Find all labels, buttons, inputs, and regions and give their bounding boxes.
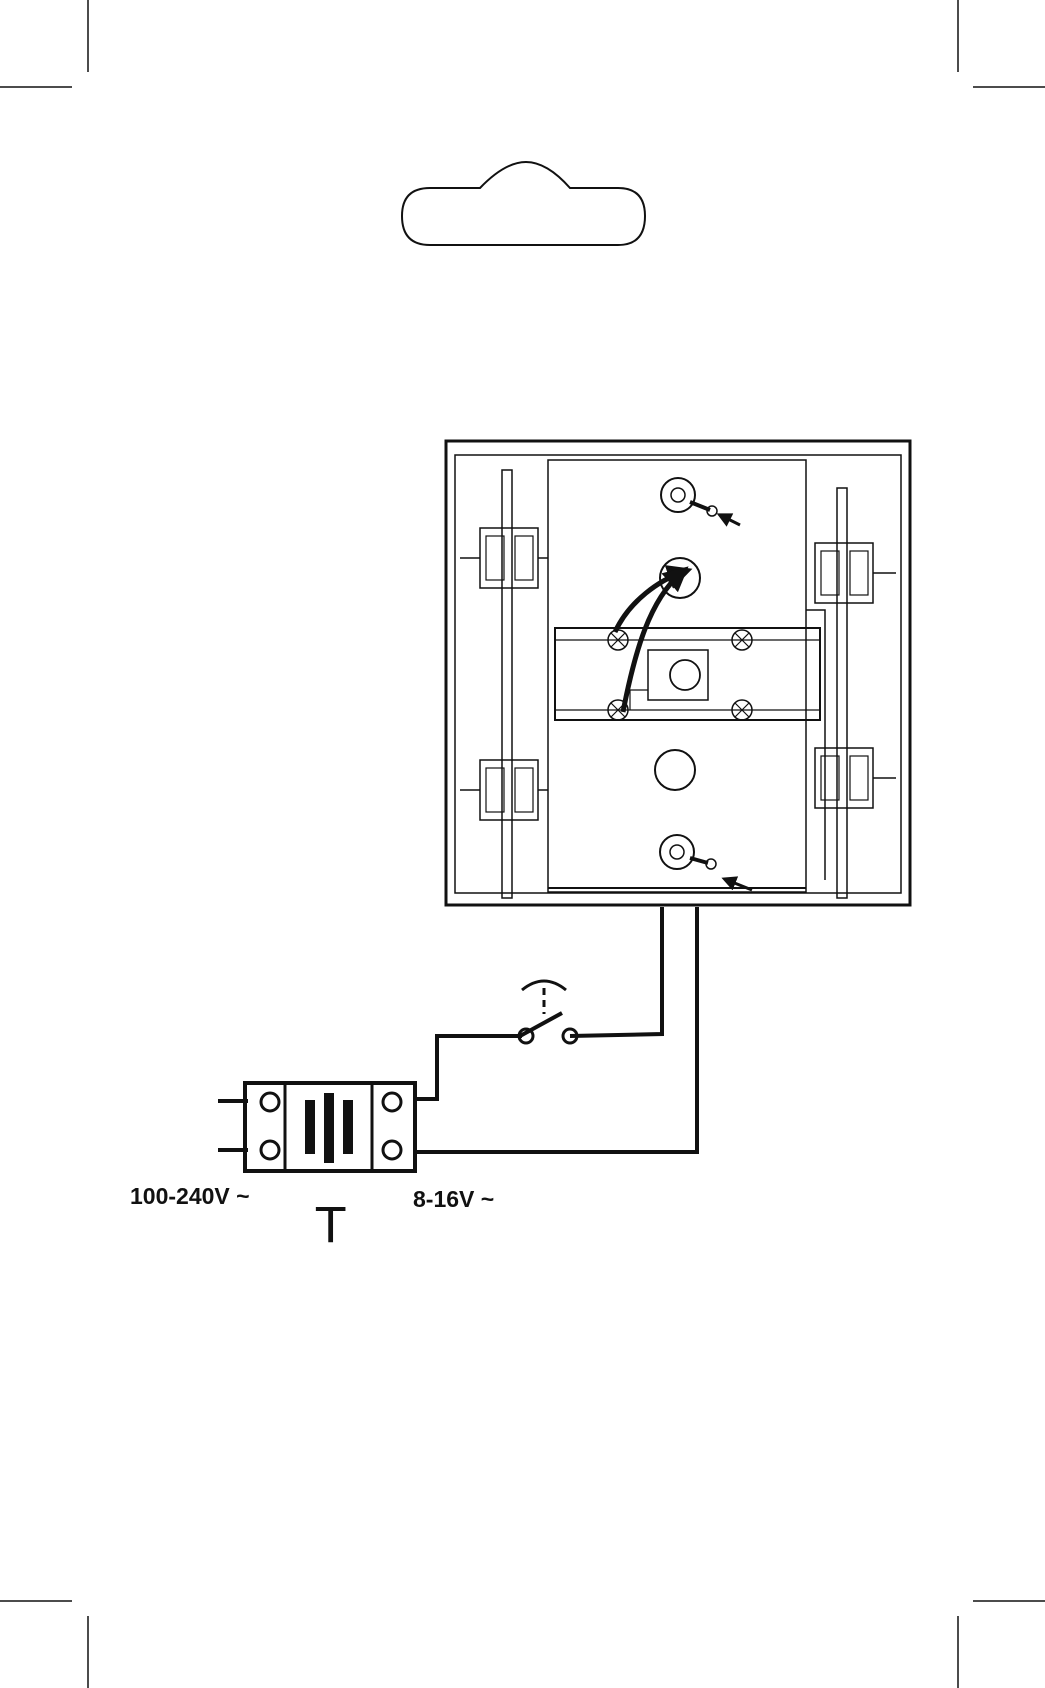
chime-housing-inner [455, 455, 901, 893]
mounting-hole-bottom [660, 835, 694, 869]
output-voltage-label: 8-16V ~ [413, 1186, 494, 1212]
wire-switch-to-chime [570, 907, 662, 1036]
chime-unit [446, 441, 910, 905]
external-wiring [218, 907, 697, 1152]
wire-transformer-to-chime [415, 907, 697, 1152]
transformer-core-1 [305, 1100, 315, 1154]
transformer-label: T [315, 1198, 346, 1254]
transformer-core-3 [343, 1100, 353, 1154]
input-voltage-label: 100-240V ~ [130, 1183, 250, 1209]
mounting-hole-lower [655, 750, 695, 790]
mounting-hole-top [661, 478, 695, 512]
transformer-core-2 [324, 1093, 334, 1163]
terminal-block [555, 628, 820, 720]
push-button-switch-icon [519, 981, 577, 1043]
transformer [245, 1083, 415, 1171]
hang-tab-cutout-icon [402, 162, 645, 245]
chime-center-panel [548, 460, 806, 892]
wire-through-hole-2 [623, 573, 681, 712]
screw-icon [690, 502, 740, 525]
left-rail [460, 470, 548, 898]
screw-icon [690, 858, 752, 890]
wire-transformer-to-switch [415, 1036, 522, 1099]
